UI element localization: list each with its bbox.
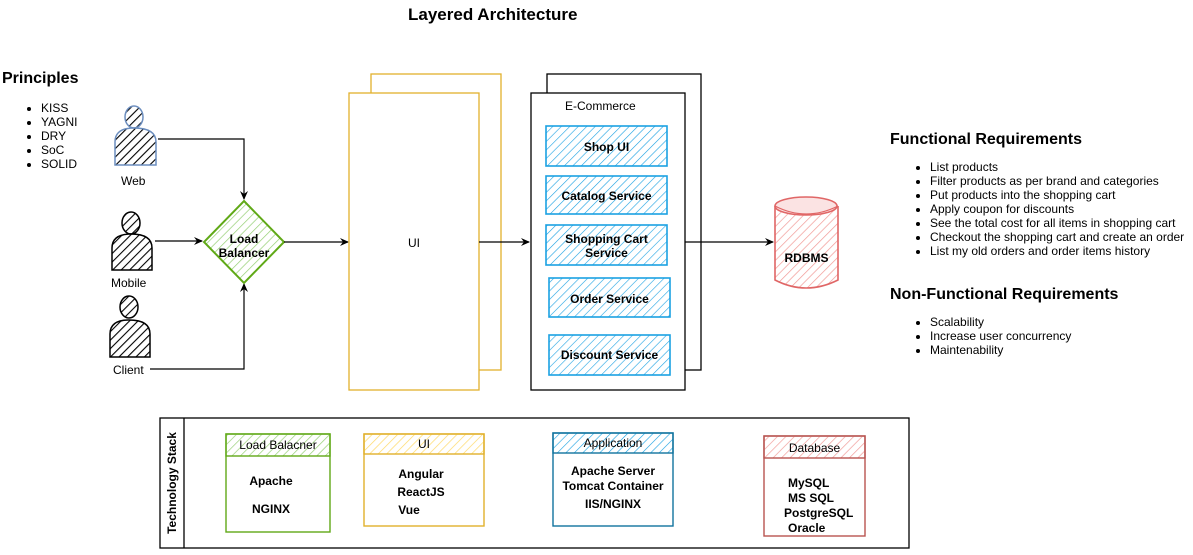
principles-list: KISS YAGNI DRY SoC SOLID	[26, 101, 77, 171]
tech-item: Vue	[398, 503, 420, 517]
client-to-lb-connector	[150, 283, 248, 370]
service-discount	[548, 334, 671, 376]
list-item: Scalability	[930, 315, 1071, 329]
list-item: Increase user concurrency	[930, 329, 1071, 343]
list-item: KISS	[41, 101, 77, 115]
service-label: Discount Service	[560, 348, 659, 362]
list-item: List my old orders and order items histo…	[930, 244, 1184, 258]
tech-item: Apache	[249, 474, 293, 488]
tech-card-load-balancer	[225, 433, 331, 533]
actor-web	[114, 105, 157, 166]
list-item: See the total cost for all items in shop…	[930, 216, 1184, 230]
list-item: List products	[930, 160, 1184, 174]
list-item: Checkout the shopping cart and create an…	[930, 230, 1184, 244]
tech-card-title: Application	[583, 436, 643, 450]
service-shop-ui	[545, 125, 668, 167]
list-item: SoC	[41, 143, 77, 157]
list-item: SOLID	[41, 157, 77, 171]
tech-items: Angular ReactJS Vue	[364, 465, 484, 519]
database-label: RDBMS	[784, 251, 829, 265]
tech-item: Angular	[398, 467, 444, 481]
ui-layer-label: UI	[408, 236, 420, 250]
list-item: DRY	[41, 129, 77, 143]
tech-items: Apache Server Tomcat Container IIS/NGINX	[553, 464, 673, 512]
list-item: YAGNI	[41, 115, 77, 129]
web-to-lb-connector	[158, 138, 248, 200]
functional-heading: Functional Requirements	[890, 131, 1083, 148]
user-icon	[114, 105, 157, 166]
tech-item: Apache Server	[570, 464, 656, 478]
actor-client	[109, 295, 151, 358]
principles-heading: Principles	[2, 70, 79, 87]
service-label: Catalog Service	[561, 189, 652, 203]
tech-card-ui	[363, 433, 485, 527]
list-item: Filter products as per brand and categor…	[930, 174, 1184, 188]
tech-card-title: Load Balacner	[239, 438, 317, 452]
tech-item: MySQL	[788, 476, 830, 490]
tech-card-application	[552, 432, 674, 527]
ecommerce-title: E-Commerce	[565, 99, 636, 113]
list-item: Put products into the shopping cart	[930, 188, 1184, 202]
non-functional-heading: Non-Functional Requirements	[890, 286, 1119, 303]
tech-item: MS SQL	[788, 491, 835, 505]
actor-label-mobile: Mobile	[111, 276, 147, 290]
tech-items: MySQL MS SQL PostgreSQL Oracle	[784, 476, 853, 536]
non-functional-list: Scalability Increase user concurrency Ma…	[915, 315, 1071, 357]
tech-item: Oracle	[788, 521, 826, 535]
service-catalog	[545, 175, 668, 215]
service-label: Order Service	[570, 292, 649, 306]
actor-label-client: Client	[113, 363, 144, 377]
user-icon	[109, 295, 151, 358]
actor-mobile	[111, 211, 153, 271]
list-item: Maintenability	[930, 343, 1071, 357]
functional-list: List products Filter products as per bra…	[915, 160, 1184, 258]
tech-item: ReactJS	[397, 485, 445, 499]
tech-card-title: UI	[418, 437, 430, 451]
service-order	[548, 277, 671, 318]
tech-item: Tomcat Container	[562, 479, 664, 493]
actor-label-web: Web	[121, 174, 146, 188]
tech-card-database	[763, 435, 866, 537]
service-label: Shop UI	[583, 140, 630, 154]
load-balancer-node	[202, 199, 286, 285]
database-cylinder	[774, 196, 839, 289]
ui-layer	[348, 73, 502, 391]
tech-stack-label: Technology Stack	[165, 432, 179, 534]
tech-item: NGINX	[251, 502, 290, 516]
service-label: Shopping Cart Service	[565, 232, 648, 260]
tech-item: IIS/NGINX	[584, 497, 641, 511]
user-icon	[111, 211, 153, 271]
tech-item: PostgreSQL	[784, 506, 854, 520]
page-title: Layered Architecture	[408, 5, 578, 24]
list-item: Apply coupon for discounts	[930, 202, 1184, 216]
load-balancer-label: Load Balancer	[218, 232, 270, 260]
service-shopping-cart	[545, 224, 668, 266]
tech-card-title: Database	[788, 441, 841, 455]
